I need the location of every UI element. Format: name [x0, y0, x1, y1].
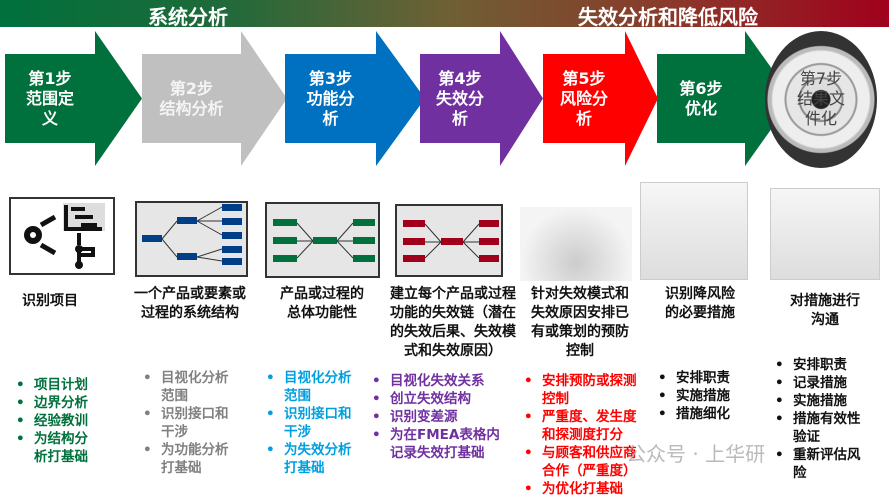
bullet-item: 记录措施	[775, 374, 861, 392]
risk-people-image	[520, 207, 632, 281]
failure-net-icon	[395, 204, 503, 277]
step-4-bullets: 目视化失效关系创立失效结构识别变差源为在FMEA表格内记录失效打基础	[372, 372, 500, 462]
bullet-item: 项目计划	[16, 376, 88, 394]
structure-tree-icon	[135, 201, 248, 277]
phase-failure-analysis: 失效分析和降低风险	[578, 5, 758, 29]
step-4-label: 第4步失效分析	[435, 68, 484, 128]
watermark: 公众号 · 上华研	[626, 442, 766, 466]
step-2-label: 第2步结构分析	[159, 78, 224, 118]
step-3-description: 产品或过程的总体功能性	[280, 286, 364, 321]
step-1-description: 识别项目	[22, 293, 78, 309]
phase-header-bar: 系统分析 失效分析和降低风险	[0, 0, 889, 29]
step-5-bullets: 安排预防或探测控制严重度、发生度和探测度打分与顾客和供应商合作（严重度）为优化打…	[524, 372, 637, 498]
identify-project-icon	[9, 197, 115, 275]
step-1-label: 第1步范围定义	[25, 68, 74, 128]
step-3-label: 第3步功能分析	[306, 68, 355, 128]
phase-system-analysis: 系统分析	[148, 5, 228, 29]
step-2-bullets: 目视化分析范围识别接口和干涉为功能分析打基础	[143, 369, 229, 477]
function-net-icon	[265, 202, 380, 278]
bullet-item: 边界分析	[16, 394, 88, 412]
bullet-item: 创立失效结构	[372, 390, 500, 408]
step-7-label: 第7步结果文件化	[796, 68, 845, 128]
step-7-disk	[765, 31, 877, 168]
step-5-description: 针对失效模式和失效原因安排已有或策划的预防控制	[531, 286, 629, 359]
bullet-item: 实施措施	[658, 387, 730, 405]
bullet-item: 识别变差源	[372, 408, 500, 426]
optimization-charts-image	[640, 182, 748, 280]
step-4-description: 建立每个产品或过程功能的失效链（潜在的失效后果、失效模式和失效原因）	[390, 286, 516, 359]
step-5-label: 第5步风险分析	[559, 68, 608, 128]
bullet-item: 目视化失效关系	[372, 372, 500, 390]
step-7-description: 对措施进行沟通	[790, 293, 860, 328]
bullet-item: 为优化打基础	[524, 480, 637, 498]
documentation-charts-image	[770, 188, 880, 280]
step-6-description: 识别降风险的必要措施	[665, 286, 735, 321]
step-3-bullets: 目视化分析范围识别接口和干涉为失效分析打基础	[266, 369, 352, 477]
bullet-item: 措施细化	[658, 405, 730, 423]
bullet-item: 实施措施	[775, 392, 861, 410]
step-6-label: 第6步优化	[679, 78, 723, 118]
bullet-item: 安排职责	[658, 369, 730, 387]
bullet-item: 安排职责	[775, 356, 861, 374]
step-2-description: 一个产品或要素或过程的系统结构	[134, 286, 246, 321]
bullet-item: 经验教训	[16, 412, 88, 430]
step-7-bullets: 安排职责记录措施实施措施措施有效性验证重新评估风险	[775, 356, 861, 482]
step-6-bullets: 安排职责实施措施措施细化	[658, 369, 730, 423]
step-1-bullets: 项目计划边界分析经验教训为结构分析打基础	[16, 376, 88, 466]
